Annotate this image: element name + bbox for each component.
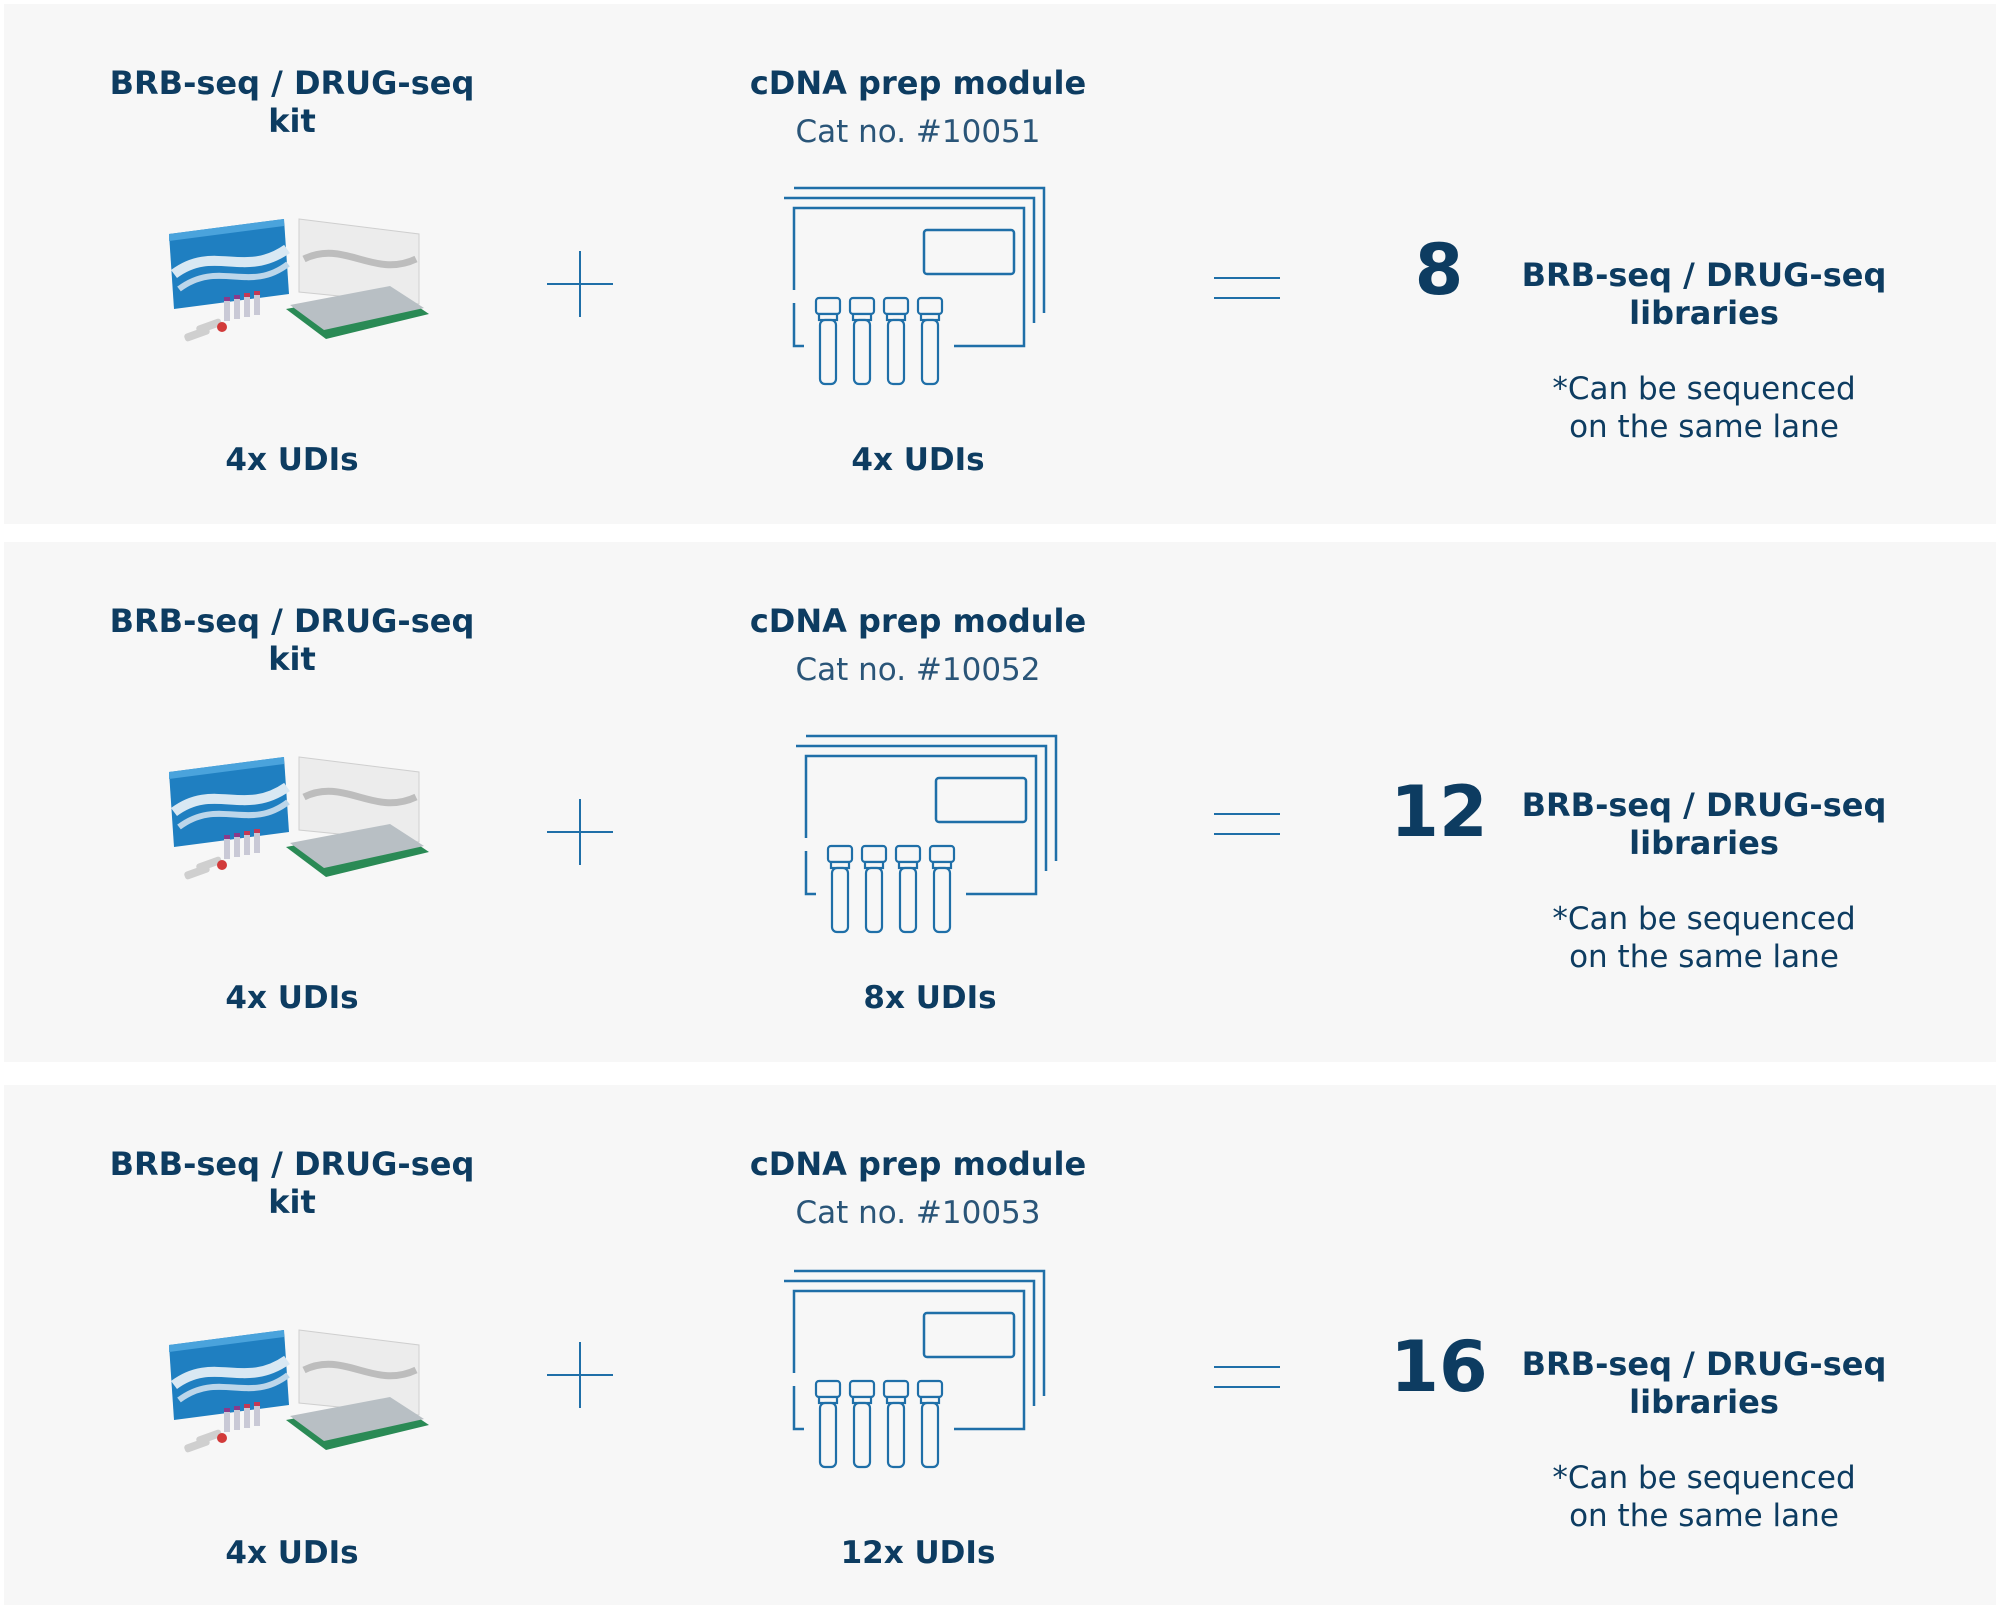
kit-title-line2: kit	[268, 1183, 316, 1221]
panel-row-2: BRB-seq / DRUG-seq kit 4x UDIs cDNA prep…	[4, 542, 1996, 1062]
result-title: BRB-seq / DRUG-seq libraries	[1509, 256, 1899, 332]
result-title-line2: libraries	[1629, 824, 1779, 862]
sequencing-note: *Can be sequenced on the same lane	[1504, 370, 1904, 446]
plus-icon	[547, 251, 613, 317]
result-number: 12	[1390, 771, 1488, 853]
kit-title: BRB-seq / DRUG-seq kit	[92, 64, 492, 140]
tube-icon	[882, 296, 910, 386]
kit-product-image	[169, 1329, 429, 1453]
kit-title-line1: BRB-seq / DRUG-seq	[109, 64, 475, 102]
result-title: BRB-seq / DRUG-seq libraries	[1509, 1345, 1899, 1421]
kit-title-line2: kit	[268, 102, 316, 140]
sequencing-note: *Can be sequenced on the same lane	[1504, 900, 1904, 976]
result-title-line1: BRB-seq / DRUG-seq	[1521, 786, 1887, 824]
cdna-module-icon	[784, 186, 1046, 386]
kit-title: BRB-seq / DRUG-seq kit	[92, 1145, 492, 1221]
module-title: cDNA prep module	[749, 1145, 1087, 1183]
tube-icon	[848, 1379, 876, 1469]
plus-icon	[547, 1342, 613, 1408]
module-udis: 12x UDIs	[840, 1535, 996, 1571]
tube-icon	[928, 844, 956, 934]
panel-row-3: BRB-seq / DRUG-seq kit 4x UDIs cDNA prep…	[4, 1085, 1996, 1605]
note-line1: *Can be sequenced	[1552, 901, 1856, 937]
note-line2: on the same lane	[1569, 939, 1839, 975]
tube-icon	[848, 296, 876, 386]
note-line1: *Can be sequenced	[1552, 1460, 1856, 1496]
tube-icon	[916, 1379, 944, 1469]
cdna-module-icon	[796, 734, 1058, 934]
module-udis: 8x UDIs	[863, 980, 997, 1016]
tube-icon	[894, 844, 922, 934]
module-title: cDNA prep module	[749, 602, 1087, 640]
tube-icon	[916, 296, 944, 386]
tube-icon	[826, 844, 854, 934]
module-title: cDNA prep module	[749, 64, 1087, 102]
panel-row-1: BRB-seq / DRUG-seq kit 4x UDIs cDNA prep…	[4, 4, 1996, 524]
kit-udis: 4x UDIs	[225, 980, 359, 1016]
kit-product-image	[169, 756, 429, 880]
result-title: BRB-seq / DRUG-seq libraries	[1509, 786, 1899, 862]
note-line2: on the same lane	[1569, 409, 1839, 445]
tube-icon	[860, 844, 888, 934]
tube-icon	[814, 296, 842, 386]
result-title-line1: BRB-seq / DRUG-seq	[1521, 256, 1887, 294]
tube-icon	[814, 1379, 842, 1469]
kit-title-line1: BRB-seq / DRUG-seq	[109, 1145, 475, 1183]
note-line2: on the same lane	[1569, 1498, 1839, 1534]
note-line1: *Can be sequenced	[1552, 371, 1856, 407]
module-cat: Cat no. #10052	[795, 652, 1041, 688]
tube-icon	[882, 1379, 910, 1469]
kit-udis: 4x UDIs	[225, 1535, 359, 1571]
equals-icon	[1214, 277, 1280, 299]
result-number: 16	[1390, 1326, 1488, 1408]
cdna-module-icon	[784, 1269, 1046, 1469]
kit-product-image	[169, 218, 429, 342]
sequencing-note: *Can be sequenced on the same lane	[1504, 1459, 1904, 1535]
result-title-line1: BRB-seq / DRUG-seq	[1521, 1345, 1887, 1383]
module-udis: 4x UDIs	[851, 442, 985, 478]
kit-title: BRB-seq / DRUG-seq kit	[92, 602, 492, 678]
equals-icon	[1214, 813, 1280, 835]
kit-title-line1: BRB-seq / DRUG-seq	[109, 602, 475, 640]
module-cat: Cat no. #10053	[795, 1195, 1041, 1231]
result-number: 8	[1414, 229, 1464, 311]
module-cat: Cat no. #10051	[795, 114, 1041, 150]
result-title-line2: libraries	[1629, 1383, 1779, 1421]
kit-udis: 4x UDIs	[225, 442, 359, 478]
result-title-line2: libraries	[1629, 294, 1779, 332]
plus-icon	[547, 799, 613, 865]
kit-title-line2: kit	[268, 640, 316, 678]
equals-icon	[1214, 1366, 1280, 1388]
